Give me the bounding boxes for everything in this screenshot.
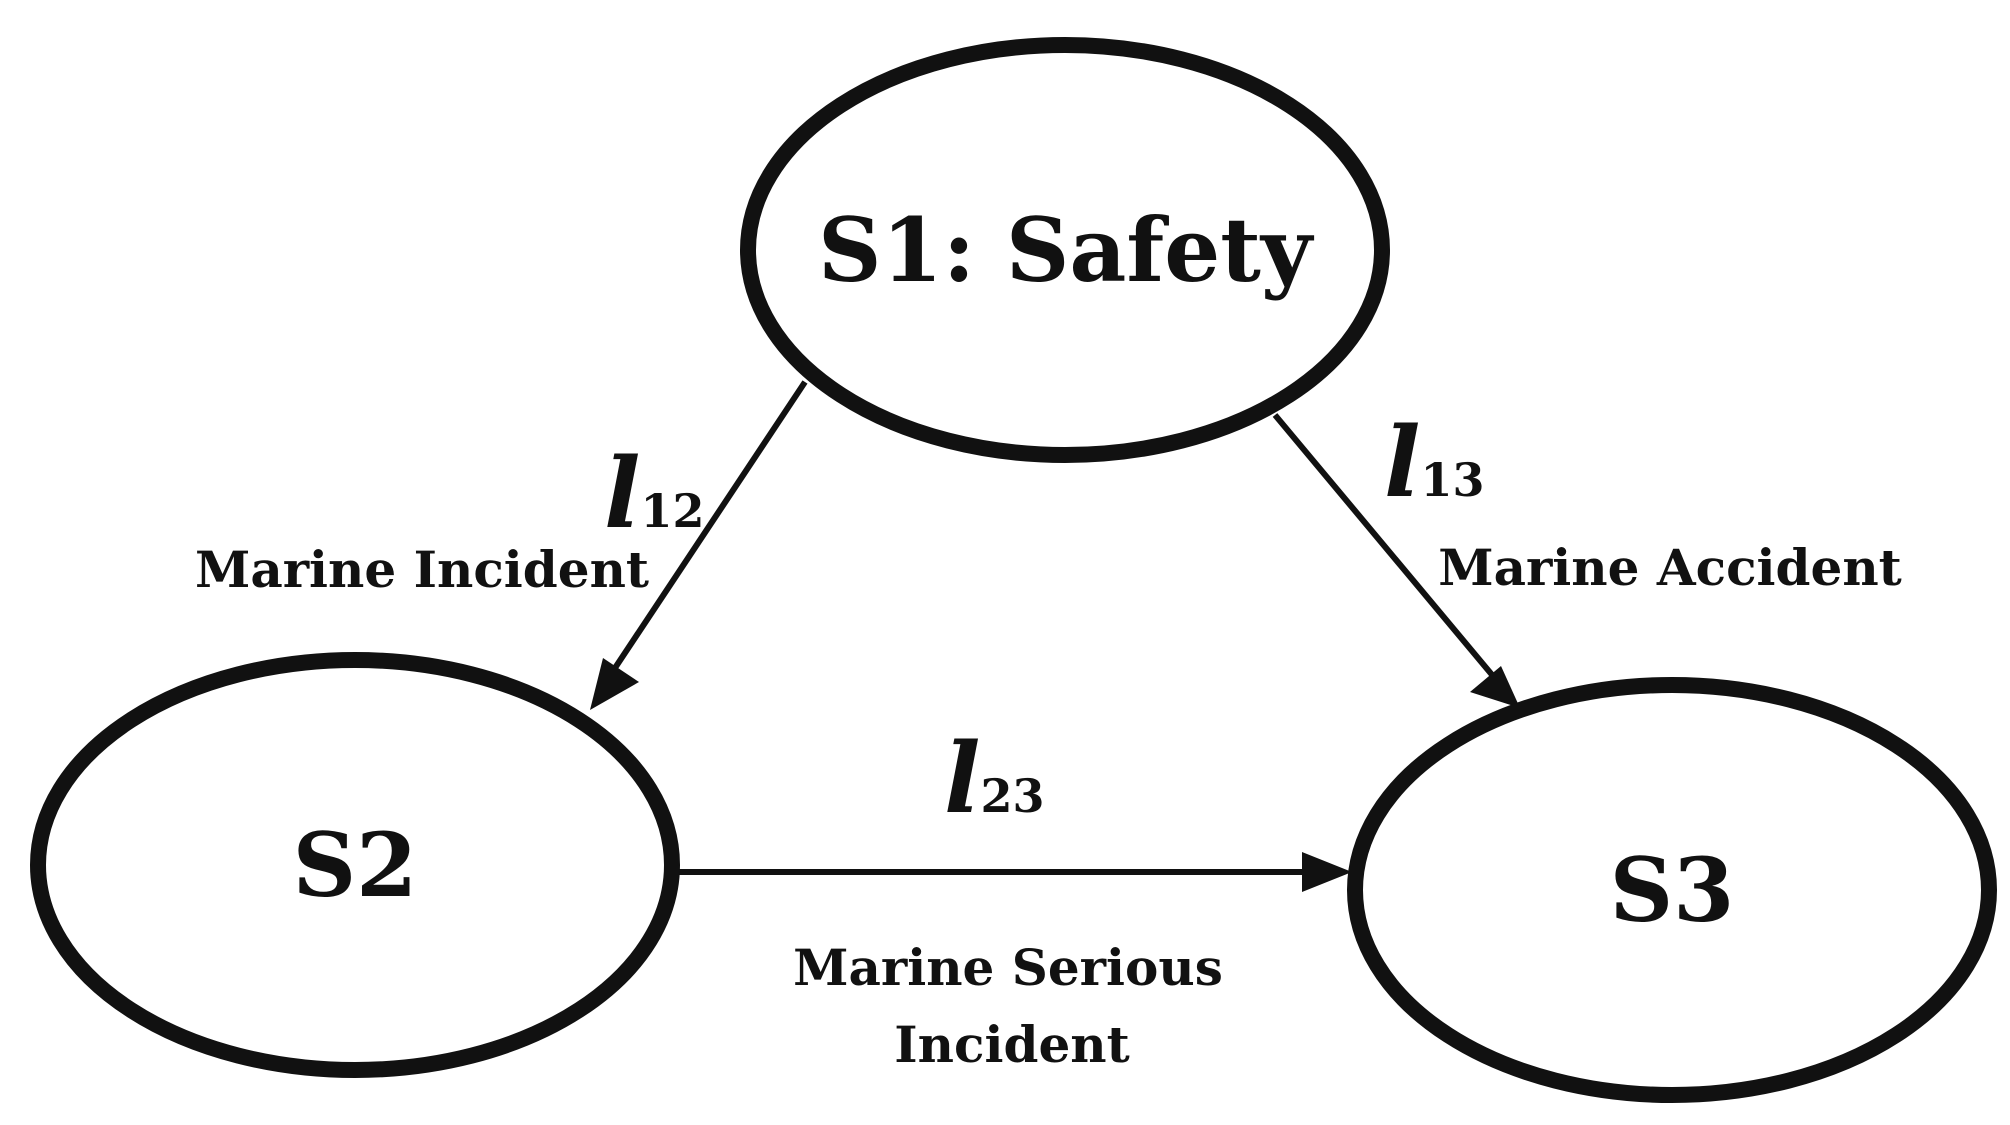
arrowhead-s2-s3	[1302, 852, 1352, 892]
edge-s1-s3	[1272, 413, 1520, 708]
param-l13-sub: 13	[1420, 453, 1484, 507]
node-s2-label: S2	[293, 813, 418, 917]
param-l23-sub: 23	[980, 769, 1044, 823]
edge-label-s2-s3-line2: Incident	[894, 1015, 1129, 1074]
node-s1-label: S1: Safety	[818, 198, 1315, 302]
edge-line-s1-s2	[604, 380, 808, 682]
edge-s2-s3	[675, 852, 1352, 892]
node-s2-ellipse	[30, 652, 680, 1078]
param-l12-main: l	[604, 437, 640, 550]
arrowhead-s1-s2	[590, 658, 639, 710]
param-l13-main: l	[1384, 406, 1420, 519]
node-s3-label: S3	[1610, 838, 1735, 942]
edge-label-s1-s2: Marine Incident	[195, 540, 649, 599]
param-l23: l23	[944, 722, 1044, 835]
node-s1-ellipse	[740, 37, 1390, 463]
param-l12-sub: 12	[640, 484, 704, 538]
edge-label-s1-s3: Marine Accident	[1438, 538, 1902, 597]
edge-s1-s2	[590, 380, 808, 710]
edge-label-s2-s3-line1: Marine Serious	[793, 938, 1223, 997]
param-l12: l12	[604, 437, 704, 550]
node-s3-ellipse	[1347, 677, 1997, 1103]
param-l13: l13	[1384, 406, 1484, 519]
node-s2: S2	[30, 652, 680, 1078]
edge-line-s1-s3	[1272, 413, 1501, 684]
param-l23-main: l	[944, 722, 980, 835]
node-s3: S3	[1347, 677, 1997, 1103]
node-s1: S1: Safety	[740, 37, 1390, 463]
arrowhead-s1-s3	[1470, 666, 1520, 708]
